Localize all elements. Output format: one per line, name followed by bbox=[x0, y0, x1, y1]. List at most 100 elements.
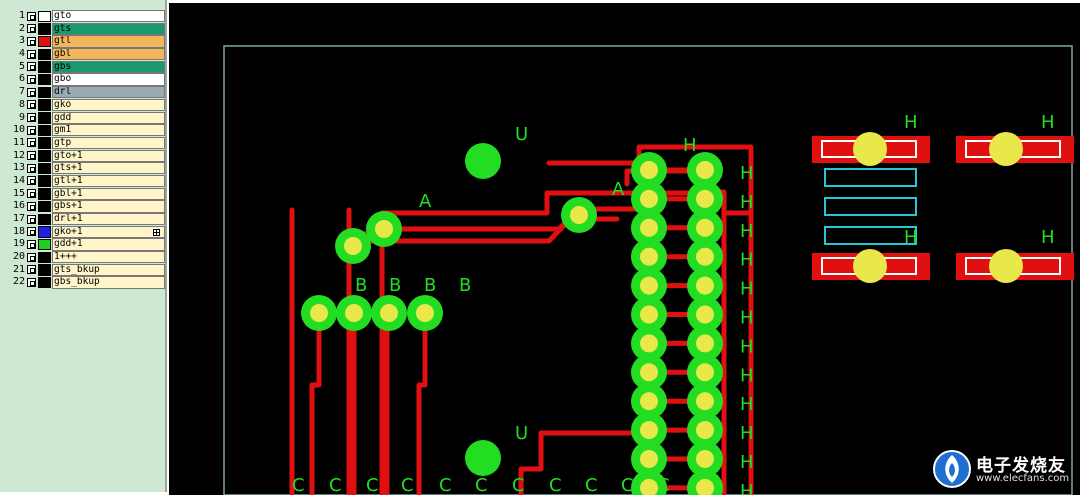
drill-hole[interactable] bbox=[375, 220, 393, 238]
drill-hole[interactable] bbox=[696, 247, 714, 266]
layer-color-swatch[interactable] bbox=[38, 175, 51, 187]
layer-visibility-checkbox[interactable] bbox=[27, 151, 36, 161]
layer-color-swatch[interactable] bbox=[38, 251, 51, 264]
drill-hole[interactable] bbox=[696, 218, 714, 237]
layer-visibility-checkbox[interactable] bbox=[27, 11, 36, 21]
layer-color-swatch[interactable] bbox=[38, 35, 51, 48]
layer-name[interactable]: gtp bbox=[52, 136, 165, 150]
drill-hole[interactable] bbox=[640, 276, 658, 295]
drill-hole[interactable] bbox=[310, 304, 328, 322]
drill-hole[interactable] bbox=[640, 478, 658, 495]
pad-outline[interactable] bbox=[824, 168, 917, 187]
layer-color-swatch[interactable] bbox=[38, 112, 51, 124]
layer-visibility-checkbox[interactable] bbox=[27, 252, 36, 262]
layer-color-swatch[interactable] bbox=[38, 86, 51, 99]
layer-visibility-checkbox[interactable] bbox=[27, 239, 36, 249]
layer-color-swatch[interactable] bbox=[38, 264, 51, 276]
drill-hole[interactable] bbox=[640, 421, 658, 440]
layer-color-swatch[interactable] bbox=[38, 137, 51, 149]
drill-hole[interactable] bbox=[696, 363, 714, 382]
layer-visibility-checkbox[interactable] bbox=[27, 49, 36, 59]
layer-color-swatch[interactable] bbox=[38, 124, 51, 137]
smd-via[interactable] bbox=[853, 249, 887, 283]
layer-color-swatch[interactable] bbox=[38, 99, 51, 111]
layer-visibility-checkbox[interactable] bbox=[27, 62, 36, 72]
layer-color-swatch[interactable] bbox=[38, 23, 51, 35]
drill-hole[interactable] bbox=[640, 363, 658, 382]
layer-name[interactable]: gts bbox=[52, 22, 165, 35]
drill-hole[interactable] bbox=[696, 305, 714, 324]
layer-visibility-checkbox[interactable] bbox=[27, 24, 36, 34]
layer-color-swatch[interactable] bbox=[38, 61, 51, 73]
layer-visibility-checkbox[interactable] bbox=[27, 189, 36, 199]
drill-hole[interactable] bbox=[696, 161, 714, 179]
layer-name[interactable]: gts+1 bbox=[52, 162, 165, 175]
layer-visibility-checkbox[interactable] bbox=[27, 277, 36, 287]
layer-visibility-checkbox[interactable] bbox=[27, 113, 36, 122]
layer-name[interactable]: gbs_bkup bbox=[52, 276, 165, 289]
drill-hole[interactable] bbox=[640, 189, 658, 208]
drill-hole[interactable] bbox=[696, 421, 714, 440]
layer-color-swatch[interactable] bbox=[38, 226, 51, 238]
drill-hole[interactable] bbox=[416, 304, 434, 322]
layer-name[interactable]: gts_bkup bbox=[52, 263, 165, 276]
layer-color-swatch[interactable] bbox=[38, 73, 51, 86]
drill-hole[interactable] bbox=[696, 189, 714, 208]
drill-hole[interactable] bbox=[570, 206, 588, 224]
layer-visibility-checkbox[interactable] bbox=[27, 214, 36, 224]
layer-color-swatch[interactable] bbox=[38, 48, 51, 61]
layer-name[interactable]: gbl+1 bbox=[52, 187, 165, 200]
layer-visibility-checkbox[interactable] bbox=[27, 201, 36, 211]
layer-name[interactable]: gto bbox=[52, 10, 165, 23]
layer-visibility-checkbox[interactable] bbox=[27, 125, 36, 135]
layer-color-swatch[interactable] bbox=[38, 10, 51, 22]
drill-hole[interactable] bbox=[640, 247, 658, 266]
layer-visibility-checkbox[interactable] bbox=[27, 265, 36, 275]
layer-color-swatch[interactable] bbox=[38, 276, 51, 289]
layer-name[interactable]: gbo bbox=[52, 73, 165, 86]
drill-hole[interactable] bbox=[380, 304, 398, 322]
through-hole-pad[interactable] bbox=[465, 143, 501, 179]
layer-visibility-checkbox[interactable] bbox=[27, 87, 36, 97]
layer-visibility-checkbox[interactable] bbox=[27, 100, 36, 110]
layer-color-swatch[interactable] bbox=[38, 200, 51, 213]
layer-name[interactable]: 1+++ bbox=[52, 251, 165, 264]
smd-via[interactable] bbox=[989, 132, 1023, 166]
smd-via[interactable] bbox=[853, 132, 887, 166]
drill-hole[interactable] bbox=[640, 218, 658, 237]
layer-visibility-checkbox[interactable] bbox=[27, 36, 36, 46]
smd-via[interactable] bbox=[989, 249, 1023, 283]
layer-color-swatch[interactable] bbox=[38, 238, 51, 251]
drill-hole[interactable] bbox=[640, 392, 658, 411]
drill-hole[interactable] bbox=[640, 334, 658, 353]
expand-plus-icon[interactable] bbox=[153, 228, 160, 236]
drill-hole[interactable] bbox=[640, 450, 658, 468]
layer-color-swatch[interactable] bbox=[38, 162, 51, 175]
layer-color-swatch[interactable] bbox=[38, 213, 51, 225]
pad-outline[interactable] bbox=[824, 197, 917, 216]
layer-name[interactable]: gto+1 bbox=[52, 149, 165, 162]
layer-color-swatch[interactable] bbox=[38, 188, 51, 200]
